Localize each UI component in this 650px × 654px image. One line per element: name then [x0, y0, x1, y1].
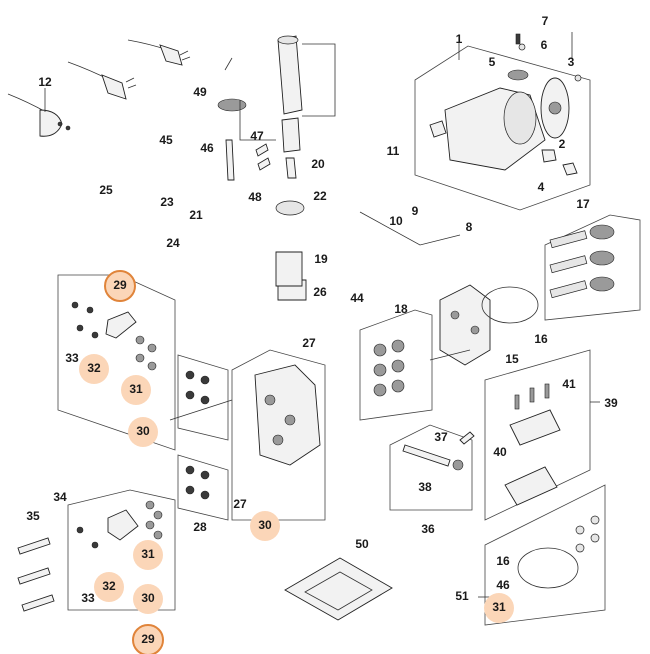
- callout-33: 33: [81, 591, 95, 605]
- callout-38: 38: [418, 480, 432, 494]
- o-ring-kit: [484, 484, 606, 626]
- callout-18: 18: [394, 302, 408, 316]
- seal-kit-lower: [17, 489, 176, 612]
- callout-1: 1: [456, 32, 463, 46]
- callout-33: 33: [65, 351, 79, 365]
- callout-35: 35: [26, 509, 40, 523]
- highlight-label: 31: [492, 600, 506, 614]
- unloader-assembly: [389, 424, 475, 511]
- highlighted-callout-31: 31: [484, 593, 514, 623]
- callout-44: 44: [350, 291, 364, 305]
- highlighted-callout-29: 29: [132, 624, 164, 654]
- callout-3: 3: [568, 55, 575, 69]
- highlight-marker: [79, 354, 109, 384]
- highlight-label: 30: [258, 518, 272, 532]
- highlight-label: 30: [136, 424, 150, 438]
- callout-19: 19: [314, 252, 328, 266]
- piston-kit: [544, 214, 641, 321]
- callout-24: 24: [166, 236, 180, 250]
- highlight-label: 29: [141, 632, 155, 646]
- callout-28: 28: [193, 520, 207, 534]
- callout-10: 10: [389, 214, 403, 228]
- callout-27: 27: [233, 497, 247, 511]
- highlight-marker: [250, 511, 280, 541]
- highlight-marker: [133, 540, 163, 570]
- callout-34: 34: [53, 490, 67, 504]
- highlighted-callout-32: 32: [79, 354, 109, 384]
- callout-16: 16: [534, 332, 548, 346]
- valve-sets: [177, 309, 433, 521]
- highlight-marker: [133, 584, 163, 614]
- highlight-label: 29: [113, 278, 127, 292]
- callout-27: 27: [302, 336, 316, 350]
- callout-numbers: 1234567891011121516171819202122232425262…: [26, 14, 618, 605]
- callout-45: 45: [159, 133, 173, 147]
- callout-51: 51: [455, 589, 469, 603]
- highlighted-callout-31: 31: [121, 375, 151, 405]
- callout-49: 49: [193, 85, 207, 99]
- highlight-marker: [128, 417, 158, 447]
- callout-47: 47: [250, 129, 264, 143]
- highlight-marker: [121, 375, 151, 405]
- callout-7: 7: [542, 14, 549, 28]
- callout-16: 16: [496, 554, 510, 568]
- highlighted-callout-31: 31: [133, 540, 163, 570]
- highlighted-callout-32: 32: [94, 572, 124, 602]
- callout-48: 48: [248, 190, 262, 204]
- manual-packet: [284, 557, 393, 621]
- highlight-label: 31: [141, 547, 155, 561]
- callout-6: 6: [541, 38, 548, 52]
- callout-15: 15: [505, 352, 519, 366]
- gearbox-housing: [439, 284, 539, 366]
- callout-17: 17: [576, 197, 590, 211]
- callout-5: 5: [489, 55, 496, 69]
- callout-4: 4: [538, 180, 545, 194]
- callout-36: 36: [421, 522, 435, 536]
- callout-39: 39: [604, 396, 618, 410]
- power-cords: [7, 39, 191, 137]
- highlight-label: 32: [102, 579, 116, 593]
- callout-41: 41: [562, 377, 576, 391]
- shaft-and-seals: [217, 35, 336, 216]
- highlight-marker: [104, 270, 136, 302]
- highlight-label: 32: [87, 361, 101, 375]
- motor-assembly: [414, 33, 591, 211]
- highlight-marker: [94, 572, 124, 602]
- highlight-marker: [484, 593, 514, 623]
- highlighted-callout-30: 30: [250, 511, 280, 541]
- callout-46: 46: [200, 141, 214, 155]
- callout-25: 25: [99, 183, 113, 197]
- control-board: [484, 349, 591, 521]
- callout-40: 40: [493, 445, 507, 459]
- highlighted-callout-30: 30: [128, 417, 158, 447]
- highlighted-callout-29: 29: [104, 270, 136, 302]
- highlight-marker: [132, 624, 164, 654]
- callout-9: 9: [412, 204, 419, 218]
- highlighted-callout-30: 30: [133, 584, 163, 614]
- highlighted-callouts: 29 32 31 30 30 31 32 30 29 31: [79, 270, 514, 654]
- callout-11: 11: [387, 144, 400, 158]
- leader-lines: [44, 32, 600, 598]
- callout-21: 21: [189, 208, 203, 222]
- pump-head: [231, 251, 326, 521]
- callout-12: 12: [38, 75, 52, 89]
- highlight-label: 31: [129, 382, 143, 396]
- callout-26: 26: [313, 285, 327, 299]
- callout-46: 46: [496, 578, 510, 592]
- callout-2: 2: [559, 137, 566, 151]
- callout-37: 37: [434, 430, 448, 444]
- callout-20: 20: [311, 157, 325, 171]
- callout-23: 23: [160, 195, 174, 209]
- callout-8: 8: [466, 220, 473, 234]
- callout-22: 22: [313, 189, 327, 203]
- callout-50: 50: [355, 537, 369, 551]
- highlight-label: 30: [141, 591, 155, 605]
